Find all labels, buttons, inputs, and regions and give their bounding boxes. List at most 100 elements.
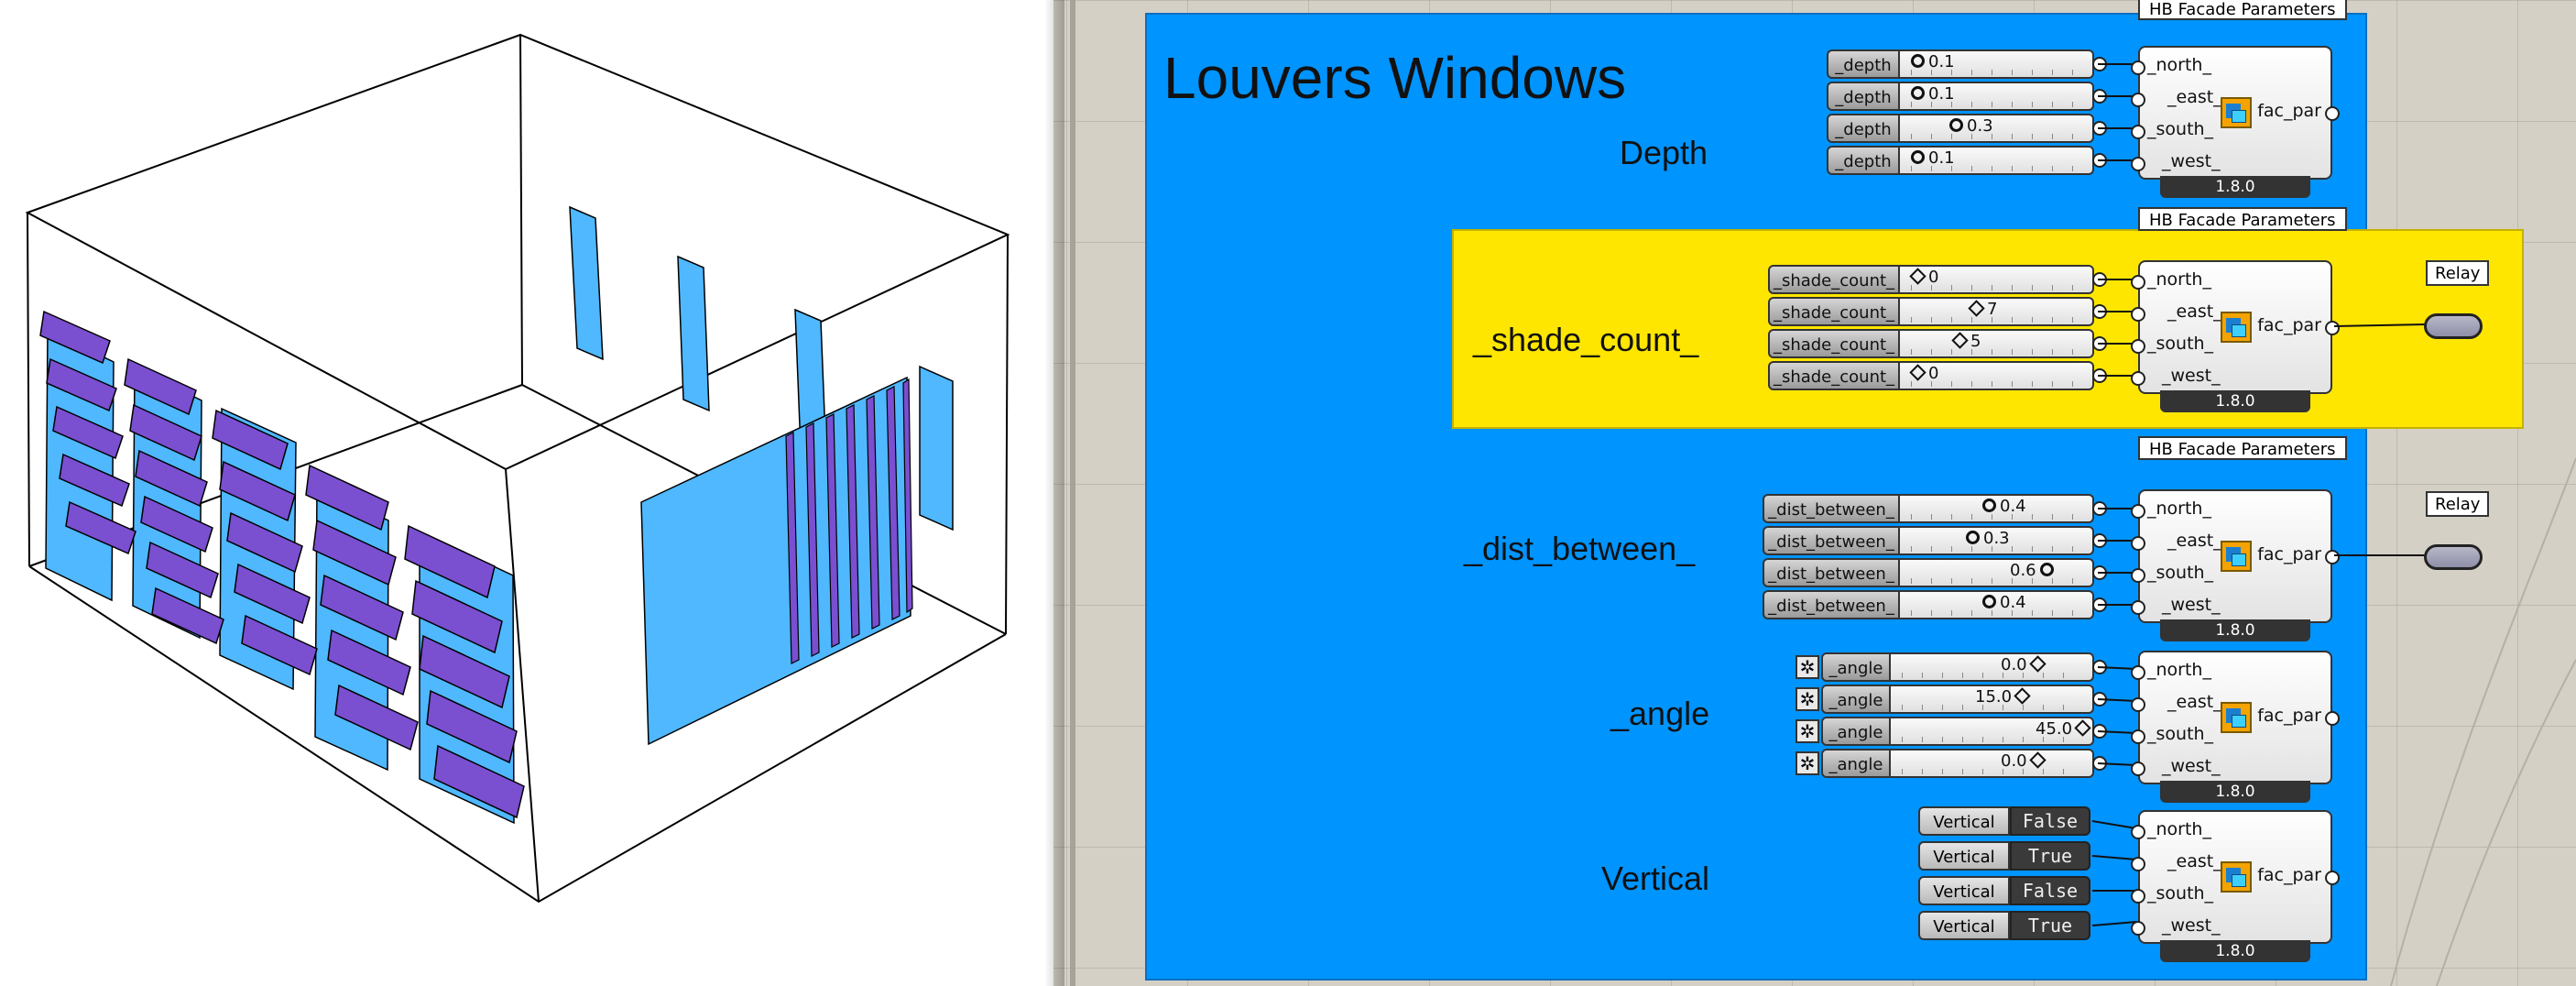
row-label-angle: _angle [1610,695,1710,732]
input-port[interactable] [2131,761,2145,776]
input-port[interactable] [2131,157,2145,171]
slider-label: _dist_between_ [1763,526,1900,555]
panel-divider-shadow [1044,0,1064,986]
slider-knob[interactable] [1909,364,1927,381]
output-port[interactable] [2325,550,2340,564]
rhino-viewport[interactable] [0,0,1053,986]
shade-count-slider-south[interactable]: _shade_count_ 5 [1768,329,2107,358]
input-port[interactable] [2131,889,2145,904]
input-port[interactable] [2131,93,2145,107]
shade-count-slider-north[interactable]: _shade_count_ 0 [1768,265,2107,294]
output-port[interactable] [2325,711,2340,726]
slider-knob[interactable] [1982,595,1996,608]
slider-label: _angle [1821,652,1891,682]
slider-settings-icon[interactable]: ✲ [1796,719,1819,743]
angle-slider-south[interactable]: _angle 45.0 [1821,717,2107,746]
row-label-dist-between: _dist_between_ [1464,530,1696,567]
output-port[interactable] [2325,106,2340,121]
shade-count-slider-east[interactable]: _shade_count_ 7 [1768,297,2107,326]
dist-between-slider-south[interactable]: _dist_between_ 0.6 [1763,558,2107,587]
slider-label: _shade_count_ [1768,265,1900,294]
hb-facade-parameters-depth[interactable]: _north_ _east_ _south_ _west_ fac_par 1.… [2131,46,2340,198]
slider-label: _angle [1821,685,1891,714]
honeybee-icon [2221,312,2252,343]
component-name-tag: HB Facade Parameters [2138,0,2347,20]
slider-knob[interactable] [1911,86,1925,100]
slider-knob[interactable] [2028,655,2047,673]
input-port[interactable] [2131,697,2145,712]
version-label: 1.8.0 [2160,176,2310,198]
slider-knob[interactable] [1911,54,1925,68]
row-label-shade-count: _shade_count_ [1473,321,1699,358]
slider-knob[interactable] [1909,268,1927,285]
component-name-tag: HB Facade Parameters [2138,436,2347,460]
slider-settings-icon[interactable]: ✲ [1796,751,1819,775]
input-port[interactable] [2131,729,2145,744]
relay-label: Relay [2426,260,2490,286]
version-label: 1.8.0 [2160,390,2310,412]
slider-label: _depth [1827,146,1900,175]
input-port[interactable] [2131,536,2145,551]
slider-knob[interactable] [1982,498,1996,512]
input-port[interactable] [2131,600,2145,615]
vertical-toggle-east[interactable]: Vertical True [1918,841,2092,871]
room-model-drawing [25,33,1010,904]
honeybee-icon [2221,541,2252,572]
west-wall-louvers [39,310,525,825]
slider-knob[interactable] [1966,531,1980,544]
output-port[interactable] [2325,321,2340,335]
hb-facade-parameters-dist-between[interactable]: _north_ _east_ _south_ _west_ fac_par 1.… [2131,489,2340,641]
slider-knob[interactable] [1911,150,1925,164]
slider-settings-icon[interactable]: ✲ [1796,687,1819,711]
relay-shade-count[interactable] [2424,313,2483,339]
slider-label: _depth [1827,114,1900,143]
vertical-toggle-north[interactable]: Vertical False [1918,806,2092,836]
input-port[interactable] [2131,307,2145,322]
component-name-tag: HB Facade Parameters [2138,207,2347,231]
slider-knob[interactable] [2014,687,2031,705]
slider-settings-icon[interactable]: ✲ [1796,655,1819,679]
vertical-toggle-south[interactable]: Vertical False [1918,876,2092,905]
depth-slider-south[interactable]: _depth 0.3 [1827,114,2107,143]
depth-slider-north[interactable]: _depth 0.1 [1827,49,2107,79]
depth-slider-west[interactable]: _depth 0.1 [1827,146,2107,175]
slider-label: _dist_between_ [1763,558,1900,587]
shade-count-slider-west[interactable]: _shade_count_ 0 [1768,361,2107,390]
dist-between-slider-north[interactable]: _dist_between_ 0.4 [1763,494,2107,523]
hb-facade-parameters-angle[interactable]: _north_ _east_ _south_ _west_ fac_par 1.… [2131,651,2340,803]
slider-knob[interactable] [2028,751,2047,769]
input-port[interactable] [2131,60,2145,75]
input-port[interactable] [2131,125,2145,139]
input-port[interactable] [2131,339,2145,354]
slider-label: _shade_count_ [1768,329,1900,358]
version-label: 1.8.0 [2160,940,2310,962]
group-title: Louvers Windows [1163,45,1627,111]
depth-slider-east[interactable]: _depth 0.1 [1827,82,2107,111]
input-port[interactable] [2131,504,2145,519]
input-port[interactable] [2131,371,2145,386]
east-wall-fins [640,376,913,746]
dist-between-slider-west[interactable]: _dist_between_ 0.4 [1763,590,2107,619]
angle-slider-west[interactable]: _angle 0.0 [1821,749,2107,778]
hb-facade-parameters-vertical[interactable]: _north_ _east_ _south_ _west_ fac_par 1.… [2131,810,2340,962]
angle-slider-north[interactable]: _angle 0.0 [1821,652,2107,682]
slider-knob[interactable] [1968,300,1985,317]
angle-slider-east[interactable]: _angle 15.0 [1821,685,2107,714]
input-port[interactable] [2131,857,2145,871]
input-port[interactable] [2131,921,2145,936]
input-port[interactable] [2131,275,2145,290]
row-label-depth: Depth [1620,134,1708,171]
slider-knob[interactable] [1949,118,1963,132]
slider-knob[interactable] [1951,332,1969,349]
dist-between-slider-east[interactable]: _dist_between_ 0.3 [1763,526,2107,555]
input-port[interactable] [2131,665,2145,680]
vertical-toggle-west[interactable]: Vertical True [1918,911,2092,940]
input-port[interactable] [2131,825,2145,839]
output-port[interactable] [2325,871,2340,885]
version-label: 1.8.0 [2160,619,2310,641]
relay-wires [2334,323,2427,556]
slider-knob[interactable] [2039,563,2054,576]
input-port[interactable] [2131,568,2145,583]
relay-dist-between[interactable] [2424,544,2483,570]
hb-facade-parameters-shade-count[interactable]: _north_ _east_ _south_ _west_ fac_par 1.… [2131,260,2340,412]
